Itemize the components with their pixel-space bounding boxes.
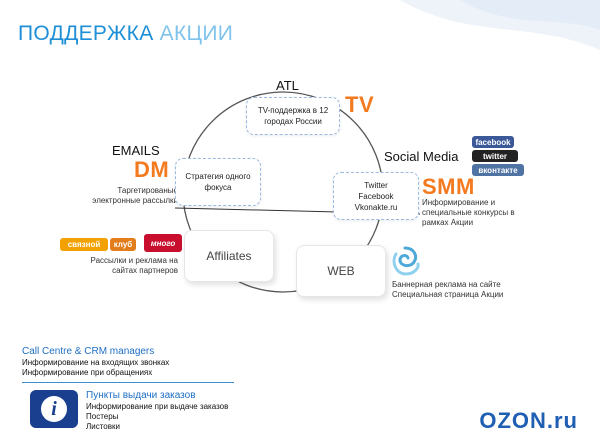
category-social-media: Social Media xyxy=(384,149,459,164)
page-title: ПОДДЕРЖКА АКЦИИ xyxy=(18,22,233,46)
node-smm-line: Twitter xyxy=(364,180,388,190)
vkontakte-logo-icon: вконтакте xyxy=(472,164,524,176)
svyaznoy-logo-icon: связной xyxy=(60,238,108,251)
node-tv-support-text: TV-поддержка в 12 городах России xyxy=(257,106,329,126)
facebook-logo-icon: facebook xyxy=(472,136,514,148)
pickup-line: Информирование при выдаче заказов xyxy=(86,402,229,411)
node-web-label: WEB xyxy=(327,263,355,278)
node-affiliates: Affiliates xyxy=(184,230,274,282)
corner-decoration xyxy=(400,0,600,50)
call-centre-line: Информирование на входящих звонках xyxy=(22,358,170,367)
abbr-smm: SMM xyxy=(422,174,475,199)
info-icon: i xyxy=(30,390,78,428)
node-tv-support: TV-поддержка в 12 городах России xyxy=(246,97,340,135)
node-smm-line: Vkonakte.ru xyxy=(354,202,398,212)
web-swirl-icon xyxy=(392,246,420,276)
node-strategy: Стратегия одного фокуса xyxy=(175,158,261,206)
call-centre-title: Call Centre & CRM managers xyxy=(22,346,155,357)
ozon-logo: OZON.ru xyxy=(479,408,578,433)
section-divider xyxy=(22,382,234,383)
title-part-1: ПОДДЕРЖКА xyxy=(18,22,154,45)
social-desc: Информирование и специальные конкурсы в … xyxy=(422,198,515,227)
pickup-title: Пункты выдачи заказов xyxy=(86,390,196,401)
node-strategy-text: Стратегия одного фокуса xyxy=(185,172,251,192)
category-emails: EMAILS xyxy=(112,143,160,158)
call-centre-line: Информирование при обращениях xyxy=(22,368,153,377)
twitter-logo-icon: twitter xyxy=(472,150,518,162)
club-logo-icon: клуб xyxy=(110,238,136,251)
affiliates-desc: Рассылки и реклама на сайтах партнеров xyxy=(90,256,178,275)
web-desc: Баннерная реклама на сайте Специальная с… xyxy=(392,280,504,299)
category-atl: ATL xyxy=(276,78,299,93)
node-web: WEB xyxy=(296,245,386,297)
pickup-line: Листовки xyxy=(86,422,120,431)
node-smm-line: Facebook xyxy=(358,191,394,201)
pickup-line: Постеры xyxy=(86,412,119,421)
emails-desc: Таргетированые электронные рассылки xyxy=(92,186,178,205)
node-affiliates-label: Affiliates xyxy=(206,248,252,263)
mnogo-logo-icon: много xyxy=(144,234,182,252)
abbr-tv: TV xyxy=(345,92,375,117)
title-part-2: АКЦИИ xyxy=(159,22,234,45)
node-smm-channels: Twitter Facebook Vkonakte.ru xyxy=(333,172,419,220)
abbr-dm: DM xyxy=(134,157,170,182)
